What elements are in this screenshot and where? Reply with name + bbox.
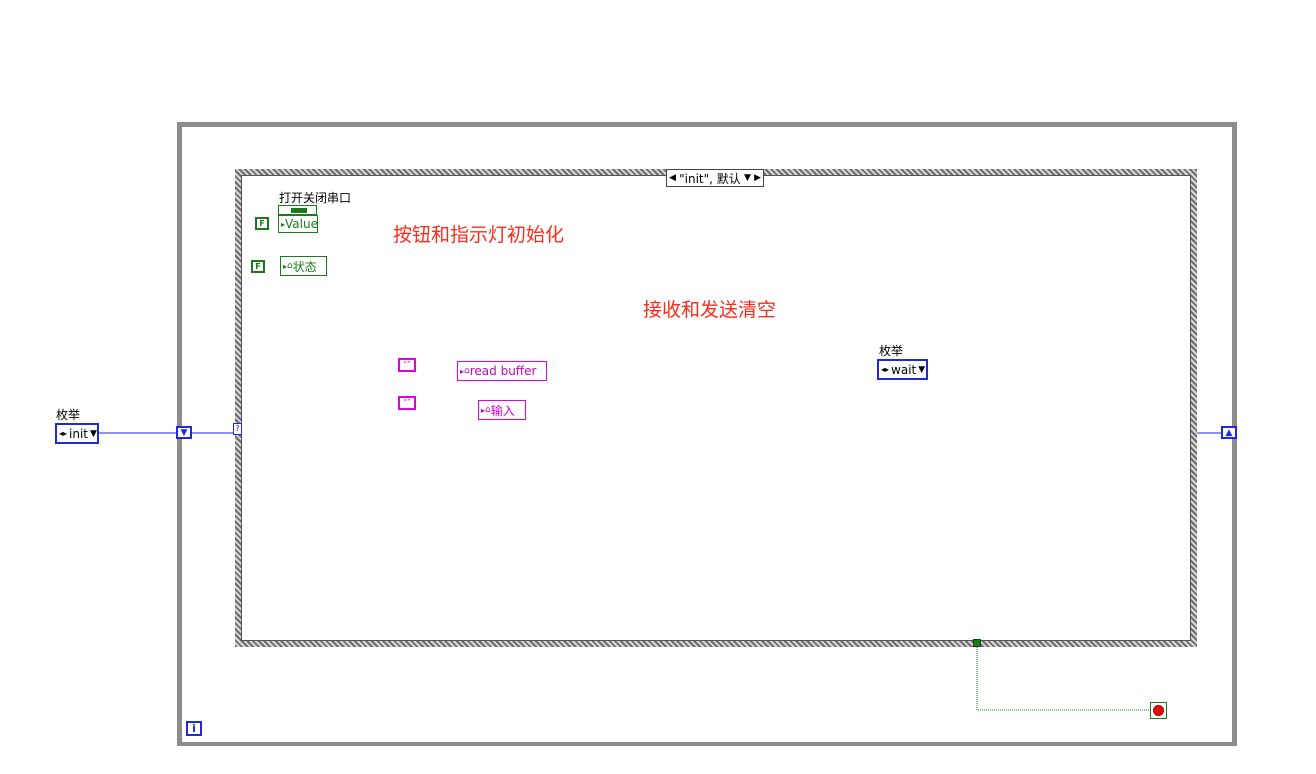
- enum-input-constant[interactable]: ◂▸ init ▼: [55, 423, 99, 444]
- chevron-down-icon[interactable]: ▼: [90, 428, 97, 439]
- read-buffer-property[interactable]: ▸ ⌂ read buffer: [457, 361, 547, 381]
- shift-register-right[interactable]: ▲: [1221, 426, 1237, 439]
- input-property[interactable]: ▸ ⌂ 输入: [478, 400, 526, 420]
- annotation-clear: 接收和发送清空: [643, 299, 777, 321]
- iteration-terminal: i: [186, 721, 202, 736]
- bool-constant-false[interactable]: F: [251, 260, 265, 273]
- indicator-status-label: 状态: [292, 259, 317, 274]
- empty-string-constant[interactable]: “”: [398, 358, 416, 372]
- stop-condition-terminal[interactable]: [1150, 702, 1167, 719]
- home-icon: ⌂: [287, 261, 293, 271]
- shift-register-left[interactable]: ▼: [176, 426, 192, 439]
- home-icon: ⌂: [485, 405, 491, 415]
- condition-tunnel: [973, 639, 981, 647]
- case-dropdown-arrow[interactable]: ▼: [743, 173, 751, 183]
- case-selector-value: "init", 默认: [679, 171, 741, 186]
- bool-constant-false[interactable]: F: [255, 217, 269, 230]
- enum-input-label: 枚举: [56, 408, 81, 422]
- case-selector-label[interactable]: ◀ "init", 默认 ▼ ▶: [666, 169, 764, 187]
- input-label: 输入: [490, 403, 515, 418]
- empty-string-constant[interactable]: “”: [398, 396, 416, 410]
- button-node-title: 打开关闭串口: [279, 191, 352, 205]
- enum-output-value: wait: [891, 362, 917, 377]
- case-next-arrow[interactable]: ▶: [754, 173, 761, 183]
- case-structure-frame[interactable]: [235, 169, 1197, 647]
- annotation-init: 按钮和指示灯初始化: [393, 224, 565, 246]
- enum-output-constant[interactable]: ◂▸ wait ▼: [877, 359, 928, 380]
- enum-input-value: init: [69, 426, 89, 441]
- case-prev-arrow[interactable]: ◀: [669, 173, 676, 183]
- property-arrow-icon: ▸: [481, 405, 486, 415]
- read-buffer-label: read buffer: [469, 364, 537, 378]
- enum-arrows-icon: ◂▸: [881, 365, 890, 374]
- home-icon: ⌂: [464, 366, 470, 376]
- indicator-status-property[interactable]: ▸ ⌂ 状态: [280, 256, 327, 276]
- chevron-down-icon[interactable]: ▼: [918, 364, 926, 375]
- button-value-label: Value: [285, 217, 318, 231]
- control-ref-icon: [278, 205, 317, 215]
- enum-arrows-icon: ◂▸: [59, 429, 68, 438]
- button-value-property[interactable]: ▸ Value: [278, 215, 318, 233]
- enum-output-label: 枚举: [879, 344, 904, 358]
- case-selector-terminal: ?: [233, 423, 242, 435]
- property-arrow-icon: ▸: [460, 366, 465, 376]
- property-arrow-icon: ▸: [283, 261, 288, 271]
- property-arrow-icon: ▸: [281, 219, 286, 229]
